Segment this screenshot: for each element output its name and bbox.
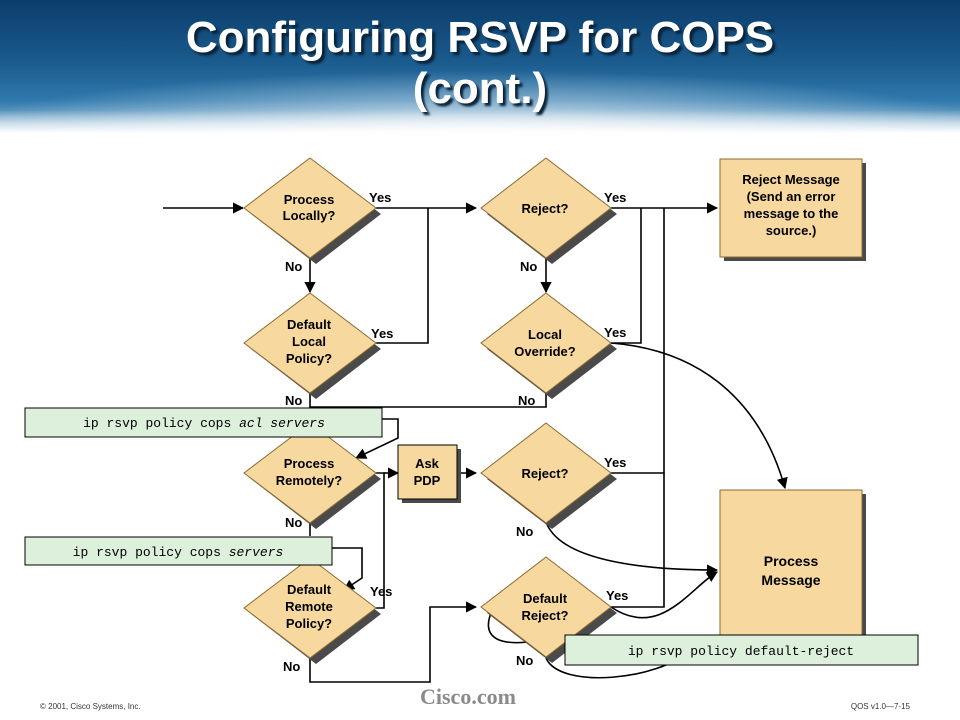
svg-text:(Send an error: (Send an error [747, 189, 836, 204]
slide-title-line-1: Configuring RSVP for COPS [185, 13, 775, 62]
svg-text:Local: Local [528, 327, 562, 342]
edge-labels: Yes Yes Yes Yes Yes Yes Yes No No No No … [283, 190, 628, 674]
edge-yes-bus-c [611, 473, 665, 608]
svg-text:ip rsvp policy default-reject: ip rsvp policy default-reject [628, 644, 854, 659]
svg-text:Process: Process [764, 553, 819, 569]
svg-text:Remotely?: Remotely? [276, 473, 343, 488]
edge-default-local-yes [376, 208, 429, 344]
svg-text:Reject?: Reject? [522, 201, 569, 216]
svg-text:Default: Default [523, 591, 568, 606]
label-yes: Yes [371, 326, 393, 341]
node-ask-pdp: Ask PDP [397, 444, 461, 503]
svg-text:source.): source.) [766, 223, 817, 238]
node-local-override: Local Override? [480, 292, 617, 399]
label-no: No [518, 393, 535, 408]
node-reject-message: Reject Message (Send an error message to… [719, 158, 866, 261]
edge-servers-to-remote [332, 547, 363, 591]
node-process-remotely: Process Remotely? [243, 422, 381, 529]
svg-text:Policy?: Policy? [286, 351, 332, 366]
command-acl-servers: ip rsvp policy cops acl servers [24, 407, 383, 438]
node-default-remote-policy: Default Remote Policy? [243, 557, 381, 664]
edge-remote-yes [376, 472, 385, 609]
node-reject-2: Reject? [480, 422, 617, 529]
svg-text:Override?: Override? [514, 344, 575, 359]
node-process-locally: Process Locally? [243, 157, 381, 264]
footer-course: QOS v1.0—7-15 [850, 702, 910, 711]
svg-text:Default: Default [287, 582, 332, 597]
svg-text:Remote: Remote [285, 599, 333, 614]
edge-local-override-yes-curve [610, 342, 788, 490]
label-no: No [520, 259, 537, 274]
svg-text:Process: Process [284, 192, 335, 207]
svg-text:message to the: message to the [744, 206, 839, 221]
label-yes: Yes [369, 190, 391, 205]
svg-text:ip rsvp policy cops servers: ip rsvp policy cops servers [73, 545, 284, 560]
edge-reject2-no-curve [545, 521, 719, 576]
svg-text:ip rsvp policy cops acl server: ip rsvp policy cops acl servers [83, 416, 325, 431]
label-yes: Yes [604, 455, 626, 470]
label-yes: Yes [604, 325, 626, 340]
svg-text:Local: Local [292, 334, 326, 349]
edge-local-override-no [310, 392, 547, 408]
svg-text:Default: Default [287, 317, 332, 332]
label-no: No [285, 515, 302, 530]
label-no: No [516, 524, 533, 539]
svg-text:Process: Process [284, 456, 335, 471]
banner-fade [0, 110, 960, 134]
svg-text:Reject?: Reject? [522, 466, 569, 481]
label-no: No [285, 259, 302, 274]
label-yes: Yes [370, 584, 392, 599]
node-reject-1: Reject? [480, 157, 617, 264]
label-yes: Yes [604, 190, 626, 205]
title-banner [0, 0, 960, 134]
edge-yes-bus-b [611, 208, 665, 474]
svg-text:Policy?: Policy? [286, 616, 332, 631]
svg-text:Ask: Ask [415, 456, 440, 471]
command-default-reject: ip rsvp policy default-reject [564, 634, 919, 666]
svg-text:Message: Message [761, 572, 820, 588]
edge-default-remote-no [309, 601, 478, 683]
label-no: No [283, 659, 300, 674]
label-no: No [285, 393, 302, 408]
svg-text:Reject Message: Reject Message [742, 172, 840, 187]
footer-brand: Cisco.com [420, 684, 516, 709]
edge-yes-bus-a [611, 208, 642, 344]
svg-text:PDP: PDP [414, 473, 441, 488]
footer-copyright: © 2001, Cisco Systems, Inc. [40, 702, 141, 711]
node-default-local-policy: Default Local Policy? [243, 292, 381, 399]
command-cops-servers: ip rsvp policy cops servers [24, 536, 333, 566]
edge-acl-to-process-remotely [354, 418, 399, 459]
svg-text:Reject?: Reject? [522, 608, 569, 623]
slide-title-line-2: (cont.) [412, 64, 548, 113]
edge-default-reject-yes-curve [610, 571, 718, 619]
label-no: No [516, 653, 533, 668]
label-yes: Yes [606, 588, 628, 603]
svg-text:Locally?: Locally? [283, 208, 336, 223]
